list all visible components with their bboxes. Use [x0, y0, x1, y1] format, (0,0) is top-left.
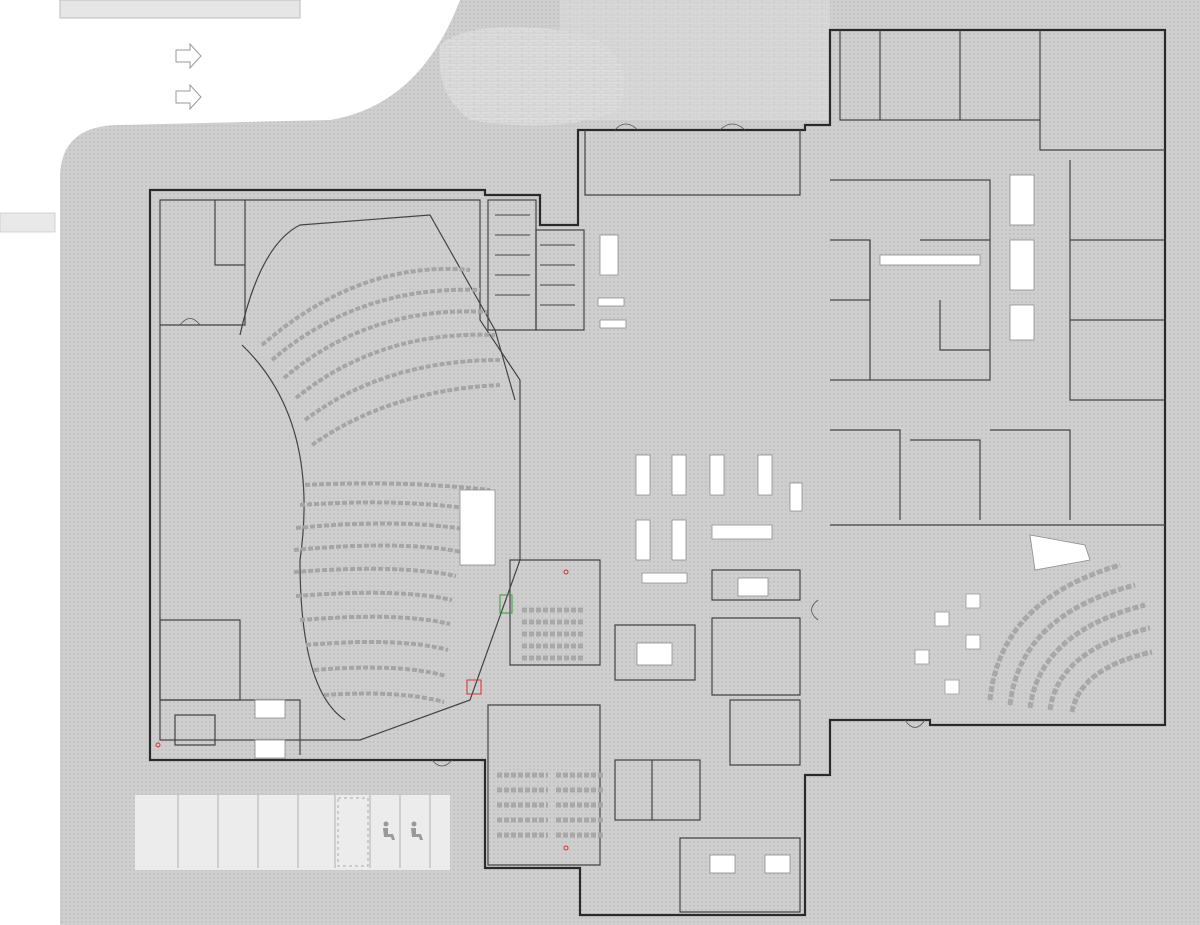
parking-lot	[135, 795, 450, 870]
accent-markers	[155, 569, 569, 851]
lobby-commons	[584, 130, 803, 584]
accessible-parking-icon	[383, 821, 423, 840]
cafe-tables	[914, 593, 981, 695]
restrooms	[487, 199, 585, 331]
lecture-hall	[830, 429, 1165, 713]
back-of-house-rooms	[159, 200, 301, 759]
office-suite	[830, 30, 1165, 401]
building-footprint	[148, 28, 1167, 917]
auditorium	[159, 199, 521, 741]
door-swing-icon	[179, 123, 926, 767]
classrooms	[487, 559, 801, 913]
direction-arrow-icon	[175, 42, 202, 111]
auditorium-seating-rows	[260, 266, 501, 704]
commons-tables	[635, 454, 803, 584]
